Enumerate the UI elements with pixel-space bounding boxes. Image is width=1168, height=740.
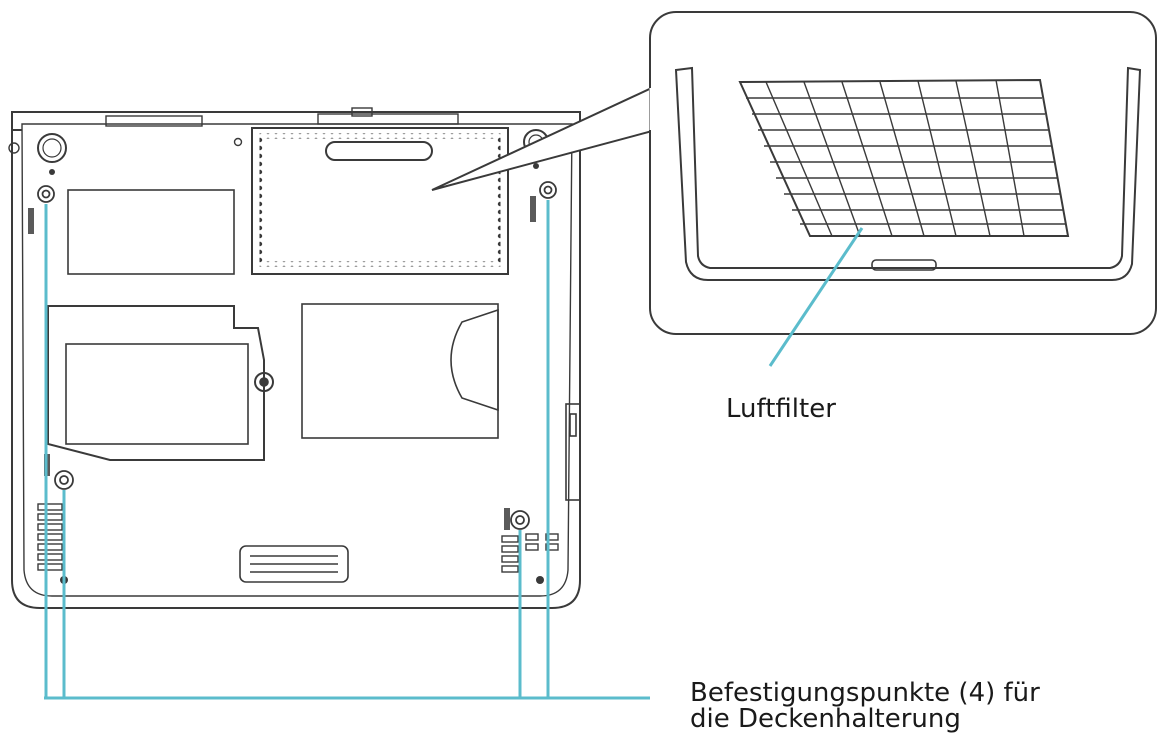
mounting-points-label-line1: Befestigungspunkte (4) für bbox=[690, 678, 1040, 708]
vents bbox=[37, 503, 559, 573]
screws bbox=[49, 163, 544, 584]
mounting-points-label: Befestigungspunkte (4) für die Deckenhal… bbox=[690, 680, 1040, 732]
projector-body bbox=[8, 107, 581, 609]
side-latch bbox=[565, 403, 581, 501]
callout-lines bbox=[44, 200, 864, 700]
air-filter-cover bbox=[251, 127, 509, 275]
panels bbox=[47, 189, 499, 461]
bottom-handle bbox=[239, 545, 349, 583]
mounting-points-label-line2: die Deckenhalterung bbox=[690, 704, 961, 734]
air-filter-label: Luftfilter bbox=[726, 394, 836, 424]
mounting-points bbox=[37, 181, 557, 530]
max-markings bbox=[28, 196, 536, 530]
adjustable-foot-left bbox=[37, 133, 67, 163]
filter-magnifier bbox=[431, 11, 1157, 335]
